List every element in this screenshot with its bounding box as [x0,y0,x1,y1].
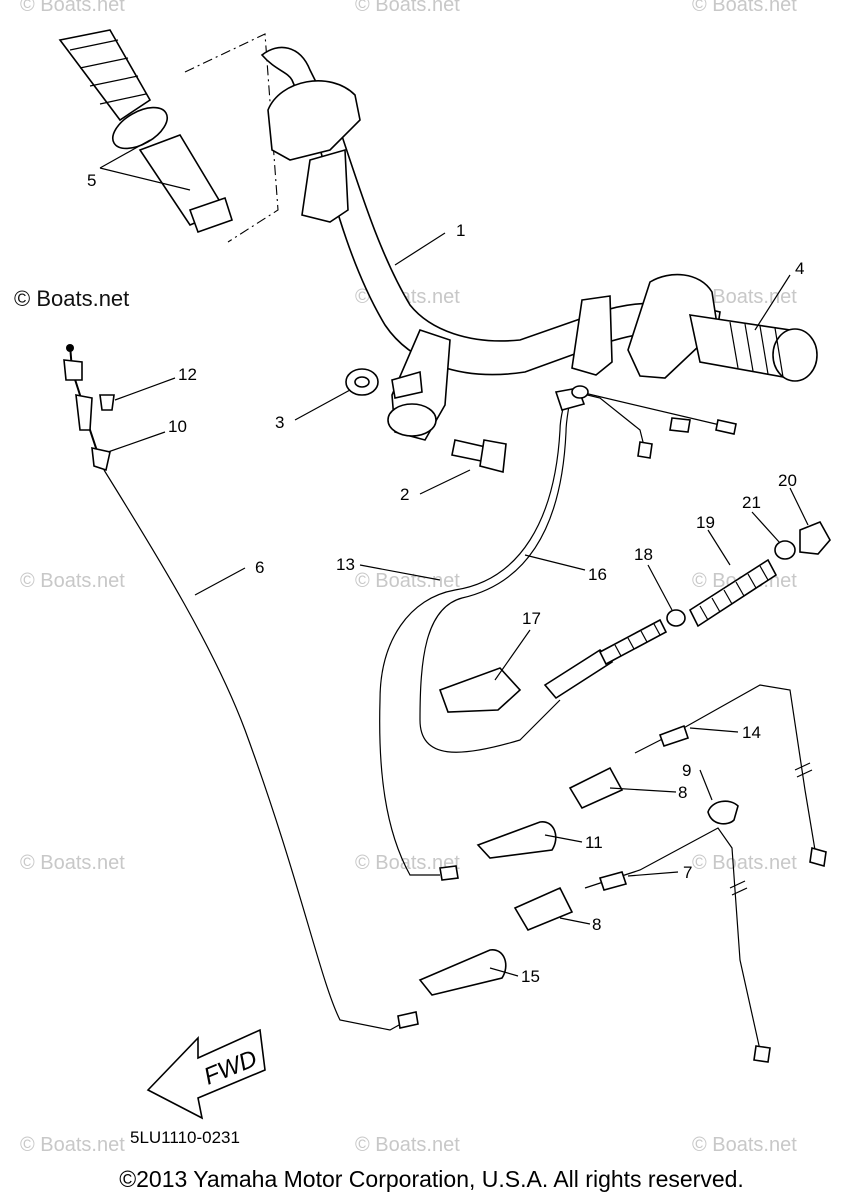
callout-15: 15 [521,967,540,986]
watermark: © Boats.net [692,852,797,874]
watermark: © Boats.net [692,1134,797,1156]
brake-adjuster [543,520,831,700]
right-grip [688,314,818,382]
clip [707,800,739,825]
callout-17: 17 [522,609,541,628]
nut [345,368,379,396]
watermark-prominent: © Boats.net [14,286,130,311]
watermark: © Boats.net [20,570,125,592]
cable-boot [418,949,507,996]
adjust-nut [799,520,831,555]
callout-9: 9 [682,761,691,780]
callout-12: 12 [178,365,197,384]
callout-4: 4 [795,259,804,278]
spring [688,558,778,628]
cable-14 [634,684,827,868]
fwd-arrow: FWD [146,1028,266,1120]
callout-2: 2 [400,485,409,504]
cable-bracket [438,667,522,713]
watermark: © Boats.net [20,852,125,874]
callout-3: 3 [275,413,284,432]
watermark: © Boats.net [692,0,797,16]
callout-7: 7 [683,863,692,882]
pin [774,540,796,560]
callout-21: 21 [742,493,761,512]
copyright-notice: ©2013 Yamaha Motor Corporation, U.S.A. A… [119,1166,744,1192]
callout-6: 6 [255,558,264,577]
callout-19: 19 [696,513,715,532]
alignment-line [184,33,279,243]
watermark: © Boats.net [692,286,797,308]
callout-8b: 8 [592,915,601,934]
callout-5: 5 [87,171,96,190]
cable-holder [568,766,624,810]
cable-boot [476,821,557,859]
callout-11: 11 [585,833,603,852]
callout-20: 20 [778,471,797,490]
cable-7 [584,827,771,1063]
callout-13: 13 [336,555,355,574]
watermark: © Boats.net [20,1134,125,1156]
watermark: © Boats.net [355,852,460,874]
washer [666,609,686,627]
callout-16: 16 [588,565,607,584]
drawing-code: 5LU1110-0231 [130,1128,240,1147]
watermark: © Boats.net [20,0,125,16]
throttle-cable [63,344,419,1031]
brake-cables [379,385,737,881]
bolt [451,439,507,474]
watermark: © Boats.net [355,570,460,592]
callout-1: 1 [456,221,465,240]
watermark: © Boats.net [355,1134,460,1156]
callout-10: 10 [168,417,187,436]
callout-14: 14 [742,723,761,742]
cable-holder [513,886,574,932]
leader-lines [99,139,809,977]
callout-8: 8 [678,783,687,802]
watermark: © Boats.net [355,0,460,16]
handlebar [260,46,721,441]
callout-18: 18 [634,545,653,564]
left-grip [58,29,233,234]
